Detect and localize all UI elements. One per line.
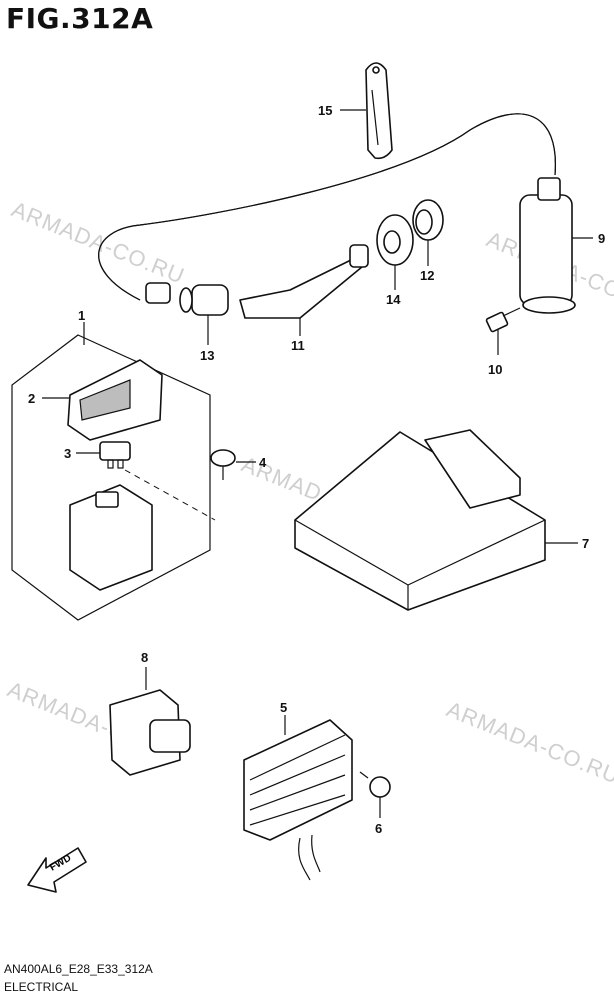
callout-2: 2 (28, 391, 35, 406)
callout-12: 12 (420, 268, 434, 283)
bolt-part-6 (359, 771, 391, 798)
ignition-coil-part-9 (519, 177, 576, 314)
relay-box-part-1 (11, 334, 216, 621)
callout-6: 6 (375, 821, 382, 836)
callout-15: 15 (318, 103, 332, 118)
callout-14: 14 (386, 292, 401, 307)
callout-5: 5 (280, 700, 287, 715)
screw-part-4 (210, 449, 236, 480)
diagram-name: ELECTRICAL (4, 980, 79, 994)
leader-lines (42, 109, 593, 818)
watermark: ARMADA-CO.RU (443, 696, 614, 788)
grommet-part-14 (376, 214, 414, 266)
collar-part-12 (412, 199, 444, 241)
plug-cap-part-11 (239, 244, 369, 319)
high-tension-cable (98, 113, 556, 301)
cap-part-13 (145, 282, 229, 316)
diagram-code: AN400AL6_E28_E33_312A (4, 962, 153, 976)
figure-title: FIG.312A (6, 2, 154, 35)
clamp-part-15 (365, 62, 393, 160)
fwd-arrow-icon: FWD (27, 847, 87, 893)
callout-11: 11 (291, 338, 305, 353)
watermark: ARMADA-CO.RU (8, 196, 188, 288)
callout-10: 10 (488, 362, 502, 377)
connector-part-8 (109, 689, 191, 776)
bolt-part-10 (485, 307, 521, 333)
callout-13: 13 (200, 348, 214, 363)
callout-4: 4 (259, 455, 267, 470)
callout-9: 9 (598, 231, 605, 246)
callout-7: 7 (582, 536, 589, 551)
callout-8: 8 (141, 650, 148, 665)
regulator-part-5 (243, 719, 353, 881)
callout-3: 3 (64, 446, 71, 461)
ecm-part-7 (294, 429, 546, 611)
callout-1: 1 (78, 308, 85, 323)
